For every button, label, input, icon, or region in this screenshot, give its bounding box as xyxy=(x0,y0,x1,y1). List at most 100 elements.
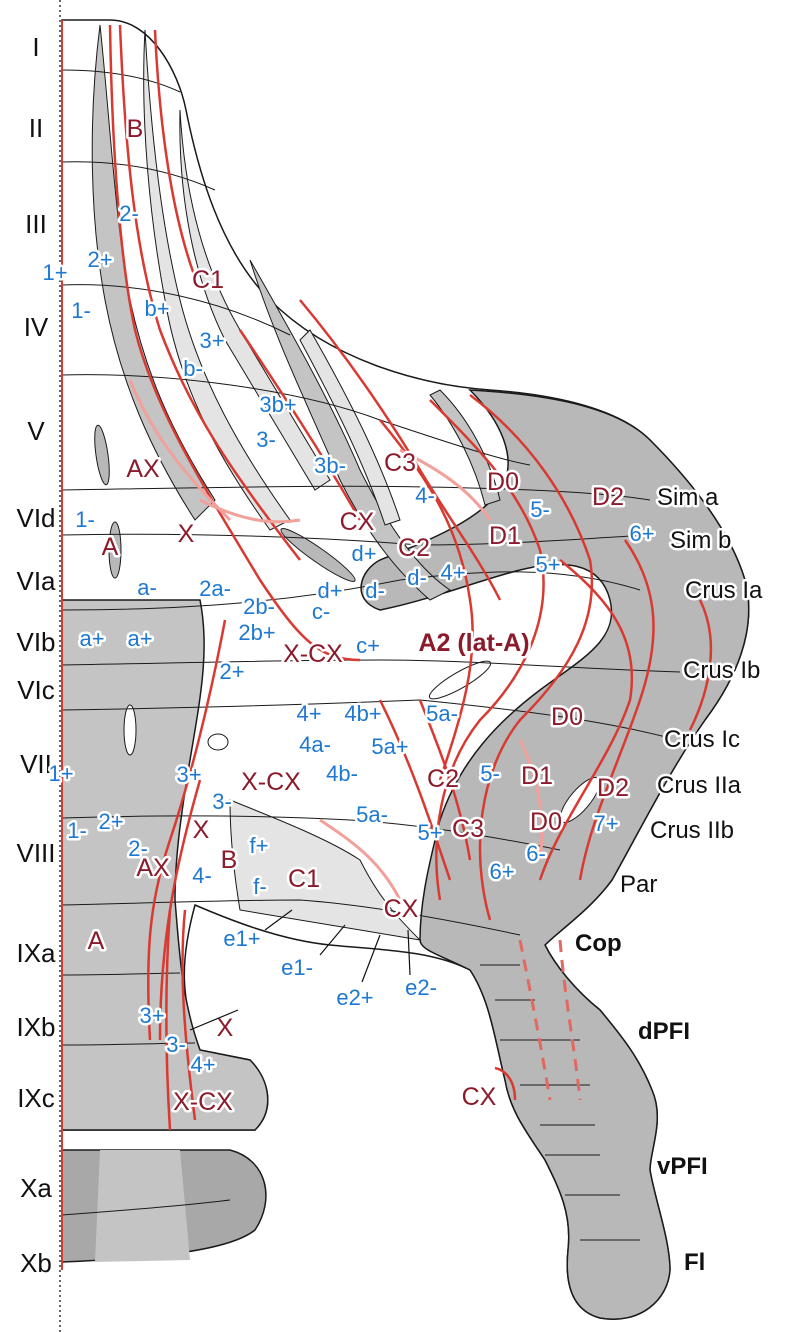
stripe-label: 2- xyxy=(119,201,139,226)
stripe-label: 2a- xyxy=(199,576,231,601)
nodulus-light-band xyxy=(95,1150,190,1262)
zone-label: X xyxy=(178,520,195,548)
zone-label: CX xyxy=(384,895,419,923)
stripe-labels: 2- 2+ 1+ 1- b+ 3+ b- 3b+ 3- 3b- 4- 5- 6+… xyxy=(40,199,657,1080)
lobule-label-VIa: VIa xyxy=(16,566,56,596)
lobule-label-VId: VId xyxy=(16,503,55,533)
stripe-label: 2b+ xyxy=(238,620,275,645)
stripe-label: a- xyxy=(137,575,157,600)
zone-label: D0 xyxy=(530,808,562,836)
stripe-label: 5- xyxy=(480,761,500,786)
stripe-label: f+ xyxy=(250,833,269,858)
stripe-label: d- xyxy=(365,578,385,603)
stripe-label: 1+ xyxy=(42,260,67,285)
stripe-label: 1- xyxy=(67,818,87,843)
stripe-label: 6- xyxy=(526,841,546,866)
lobule-label-Xb: Xb xyxy=(20,1248,52,1278)
zebrin-red-lines xyxy=(108,24,713,1131)
vermis-stripe-d xyxy=(249,259,451,601)
stripe-label: 1- xyxy=(75,507,95,532)
stripe-label: 2+ xyxy=(219,659,244,684)
lobule-label-VII: VII xyxy=(20,749,52,779)
region-label-sim-b: Sim b xyxy=(670,527,731,554)
region-labels: Sim a Sim b Crus Ia Crus Ib Crus Ic Crus… xyxy=(573,482,766,1279)
stripe-label: 4- xyxy=(415,483,435,508)
lobule-label-I: I xyxy=(32,32,39,62)
lobule-label-Xa: Xa xyxy=(20,1173,52,1203)
zone-labels: B C1 AX X A C3 D0 D2 CX C2 D1 X-CX D0 C2… xyxy=(85,113,631,1119)
region-label-dpfl: dPFI xyxy=(638,1018,690,1045)
lobule-label-VIII: VIII xyxy=(16,838,55,868)
lobule-label-IV: IV xyxy=(24,312,49,342)
lobule-label-IXc: IXc xyxy=(17,1083,55,1113)
stripe-label: 3+ xyxy=(139,1003,164,1028)
stripe-label: b- xyxy=(183,356,203,381)
stripe-label: 2+ xyxy=(87,247,112,272)
lower-light-patch xyxy=(229,799,422,941)
leader-lines xyxy=(189,909,411,1031)
stripe-label: d+ xyxy=(351,541,376,566)
vermis-stripe-c xyxy=(179,109,331,491)
vermis-lower-gray xyxy=(61,599,269,1131)
stripe-label: e2+ xyxy=(336,985,373,1010)
lobule-labels: I II III IV V VId VIa VIb VIc VII VIII I… xyxy=(16,32,56,1278)
region-label-sim-a: Sim a xyxy=(657,484,719,511)
region-label-vpfl: vPFI xyxy=(657,1153,708,1180)
stripe-label: 4b+ xyxy=(344,701,381,726)
zone-label: D2 xyxy=(592,483,624,511)
lobule-label-VIc: VIc xyxy=(17,675,55,705)
zone-label: A xyxy=(88,927,105,955)
stripe-label: d- xyxy=(407,565,427,590)
island-2 xyxy=(108,521,122,579)
zone-label: B xyxy=(127,115,144,143)
zone-label: C1 xyxy=(192,266,224,294)
stripe-label: 5+ xyxy=(535,552,560,577)
lobule-label-V: V xyxy=(27,416,45,446)
stripe-label: 4- xyxy=(192,863,212,888)
zone-label: CX xyxy=(340,508,375,536)
zone-label: X-CX xyxy=(241,768,301,796)
zone-label: C2 xyxy=(398,534,430,562)
zone-label: D0 xyxy=(551,703,583,731)
stripe-label: 7+ xyxy=(593,811,618,836)
region-label-par: Par xyxy=(620,871,657,898)
stripe-label: 3- xyxy=(212,789,232,814)
stripe-label: c- xyxy=(312,599,330,624)
region-label-fl: Fl xyxy=(684,1249,705,1276)
zone-label: D1 xyxy=(489,522,521,550)
island-3 xyxy=(280,528,356,582)
stripe-label: 3- xyxy=(166,1032,186,1057)
stripe-label: e1+ xyxy=(223,926,260,951)
stripe-label: 3b+ xyxy=(259,392,296,417)
stripe-label: 2b- xyxy=(243,594,275,619)
region-label-crus-ia: Crus Ia xyxy=(685,577,763,604)
zone-label: C3 xyxy=(452,815,484,843)
region-label-crus-iib: Crus IIb xyxy=(650,817,734,844)
zone-label: B xyxy=(221,846,238,874)
lobule-label-IXa: IXa xyxy=(16,938,56,968)
lobule-label-VIb: VIb xyxy=(16,627,55,657)
island-4 xyxy=(207,733,229,751)
zone-label: X xyxy=(217,1014,234,1042)
region-label-cop: Cop xyxy=(575,930,622,957)
zebrin-pink-lines xyxy=(128,379,544,901)
zone-label: C2 xyxy=(427,765,459,793)
zone-label: D0 xyxy=(487,468,519,496)
stripe-label: 6+ xyxy=(629,521,654,546)
stripe-label: 4b- xyxy=(326,761,358,786)
stripe-label: 5a+ xyxy=(371,734,408,759)
zone-label: X-CX xyxy=(283,640,343,668)
stripe-label: 2- xyxy=(128,836,148,861)
lobule-label-IXb: IXb xyxy=(16,1012,55,1042)
stripe-label: 5- xyxy=(530,497,550,522)
stripe-label: 1- xyxy=(71,298,91,323)
stripe-label: 1+ xyxy=(48,761,73,786)
stripe-label: 4+ xyxy=(296,701,321,726)
region-label-crus-ib: Crus Ib xyxy=(683,657,760,684)
region-label-crus-ic: Crus Ic xyxy=(664,726,740,753)
region-label-crus-iia: Crus IIa xyxy=(657,772,742,799)
stripe-label: 3+ xyxy=(176,762,201,787)
island-1 xyxy=(94,424,110,486)
zone-label-a2-lat-a: A2 (lat-A) xyxy=(418,629,529,657)
